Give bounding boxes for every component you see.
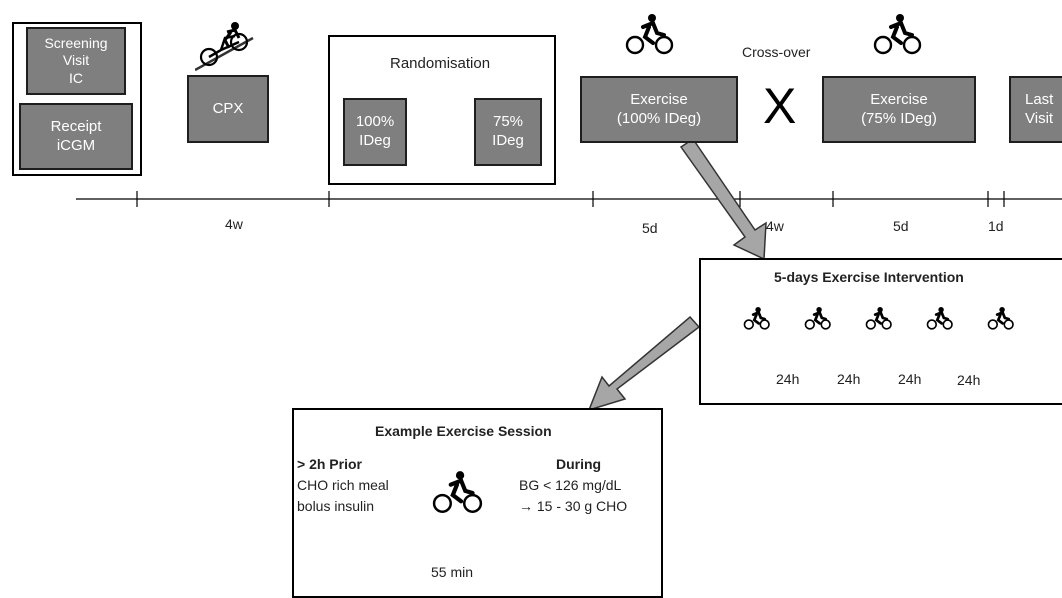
- exercise-100-box: Exercise (100% IDeg): [580, 76, 738, 143]
- cyclist-icon: [625, 14, 674, 55]
- session-title: Example Exercise Session: [375, 423, 552, 439]
- cpx-box: CPX: [187, 75, 269, 143]
- rand-right-line2: IDeg: [492, 132, 524, 149]
- randomisation-title: Randomisation: [390, 55, 491, 72]
- screening-line2: Visit: [62, 52, 90, 69]
- main-timeline-ticks: [136, 191, 1005, 207]
- intervention-title: 5-days Exercise Intervention: [774, 269, 964, 285]
- screening-line1: Screening: [44, 34, 108, 51]
- session-prior-heading: > 2h Prior: [297, 456, 362, 472]
- session-during-heading: During: [556, 456, 602, 472]
- rand-right-line1: 75%: [492, 113, 524, 131]
- interval-label: 24h: [837, 371, 861, 387]
- cyclist-icon: [432, 471, 483, 513]
- small-cyclist-icon: [804, 307, 831, 330]
- session-during-line2: → 15 - 30 g CHO: [519, 498, 628, 514]
- exercise1-line1: Exercise: [630, 90, 688, 108]
- receipt-line2: iCGM: [56, 136, 96, 154]
- duration-label: 5d: [642, 220, 658, 236]
- intervention-panel-frame: [699, 258, 1062, 405]
- small-cyclist-icon: [987, 307, 1014, 330]
- duration-label: 4w: [225, 216, 243, 232]
- exercise2-line2: (75% IDeg): [861, 109, 937, 127]
- last-visit-line2: Visit: [1025, 109, 1054, 127]
- exercise-75-box: Exercise (75% IDeg): [822, 76, 976, 143]
- cyclist-icon: [873, 14, 922, 55]
- duration-label: 1d: [988, 218, 1004, 234]
- screening-visit-box: Screening Visit IC: [26, 27, 126, 95]
- cpx-label: CPX: [212, 99, 244, 117]
- uphill-cyclist-icon: [195, 22, 254, 72]
- randomisation-75-box: 75% IDeg: [474, 98, 542, 166]
- randomisation-100-box: 100% IDeg: [343, 98, 407, 166]
- session-duration-label: 55 min: [431, 564, 474, 580]
- session-prior-line2: bolus insulin: [297, 498, 375, 514]
- receipt-line1: Receipt: [50, 117, 102, 135]
- interval-label: 24h: [957, 372, 981, 388]
- interval-label: 24h: [776, 371, 800, 387]
- last-visit-line1: Last: [1025, 90, 1054, 108]
- receipt-icgm-box: Receipt iCGM: [19, 103, 133, 170]
- last-visit-box: Last Visit: [1009, 76, 1062, 143]
- interval-label: 24h: [898, 371, 922, 387]
- crossover-mark: X: [763, 78, 797, 134]
- small-cyclist-icon: [743, 307, 770, 330]
- rand-left-line1: 100%: [355, 113, 395, 131]
- session-prior-line1: CHO rich meal: [297, 477, 389, 493]
- zoom-arrow-1: [679, 137, 767, 261]
- screening-line3: IC: [69, 69, 83, 86]
- crossover-label: Cross-over: [742, 44, 811, 60]
- small-cyclist-icon: [926, 307, 953, 330]
- rand-left-line2: IDeg: [359, 132, 391, 149]
- session-during-line1: BG < 126 mg/dL: [519, 477, 622, 493]
- duration-label: 5d: [893, 218, 909, 234]
- exercise2-line1: Exercise: [870, 90, 928, 108]
- exercise1-line2: (100% IDeg): [616, 109, 702, 127]
- zoom-arrow-2: [587, 315, 701, 412]
- small-cyclist-icon: [865, 307, 892, 330]
- duration-label: 4w: [766, 218, 784, 234]
